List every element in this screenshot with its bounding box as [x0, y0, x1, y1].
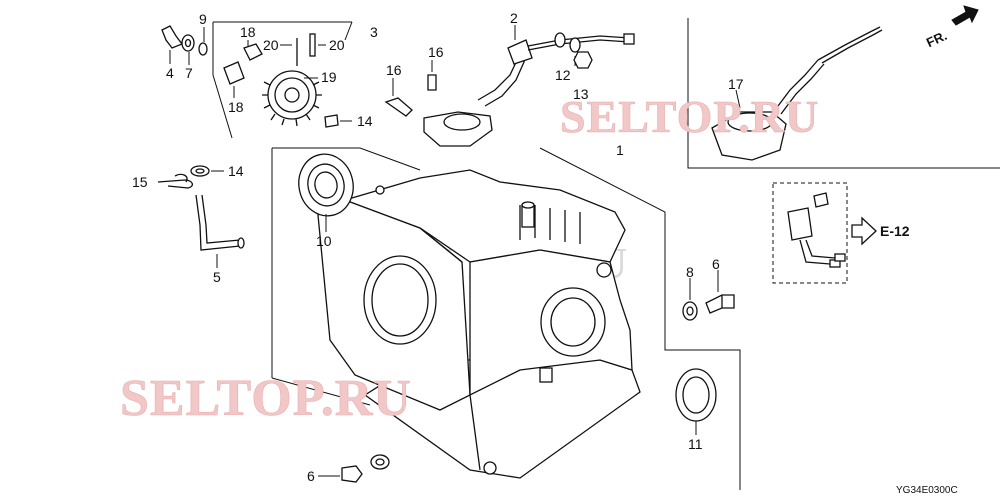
callout-1: 1 [616, 142, 624, 158]
washer-14-left [190, 165, 224, 177]
callout-12: 12 [555, 67, 571, 83]
callout-16-lower: 16 [386, 62, 402, 78]
clip-15 [157, 173, 194, 189]
oil-seal-11 [675, 368, 717, 435]
ref-box-e12 [772, 182, 848, 284]
bolt-16-lower [384, 78, 413, 117]
weight-18-top [243, 40, 263, 61]
nut-13 [573, 51, 593, 69]
pink-watermarks: SELTOP.RU SELTOP.RU [120, 91, 819, 428]
oil-tube-5 [195, 194, 245, 268]
callout-14-left: 14 [228, 163, 244, 179]
callout-19: 19 [321, 69, 337, 85]
governor-gear-19 [262, 70, 322, 127]
reference-arrow-e12 [851, 216, 877, 246]
callout-4: 4 [166, 65, 174, 81]
washer-14-top [324, 114, 352, 128]
main-assembly-frame [271, 147, 741, 490]
callout-6-bottom: 6 [307, 468, 315, 484]
washer-8 [682, 278, 698, 321]
callout-20-b: 20 [329, 37, 345, 53]
reference-label: E-12 [880, 223, 910, 239]
sensor-connector [787, 192, 846, 268]
option-panel-frame [687, 18, 1000, 169]
direction-label: FR. [924, 28, 949, 50]
callout-8: 8 [686, 264, 694, 280]
watermark-top-right: SELTOP.RU [560, 91, 819, 142]
callout-18-bottom: 18 [228, 99, 244, 115]
document-code: YG34E0300C [896, 485, 958, 496]
callout-15: 15 [132, 174, 148, 190]
oil-alert-unit-17 [711, 26, 883, 161]
callout-17: 17 [728, 76, 744, 92]
pin-20-a [280, 38, 298, 66]
callout-14-top: 14 [357, 113, 373, 129]
callout-6-right: 6 [712, 256, 720, 272]
plug-4 [161, 25, 184, 64]
bolt-16-upper [427, 60, 437, 91]
weight-18-bottom [223, 61, 245, 98]
callout-18-top: 18 [240, 24, 256, 40]
kit-frame-3 [212, 21, 353, 139]
direction-arrow-icon [951, 5, 979, 26]
crankcase [317, 169, 641, 479]
oil-seal-10 [298, 153, 354, 232]
pin-20-b [309, 33, 326, 57]
callout-labels: 1 2 3 4 5 6 6 7 8 9 10 11 12 13 14 14 15… [132, 10, 744, 484]
callout-11: 11 [688, 436, 703, 452]
callout-2: 2 [510, 10, 518, 26]
callout-10: 10 [316, 233, 332, 249]
callout-9: 9 [199, 11, 207, 27]
drain-bolt-6-right [705, 270, 735, 314]
callout-16-upper: 16 [428, 44, 444, 60]
washer-7 [181, 34, 195, 65]
watermark-bottom-left: SELTOP.RU [120, 370, 412, 427]
oil-alert-switch-2 [423, 25, 635, 147]
callout-20-a: 20 [263, 37, 279, 53]
ring-9 [198, 27, 208, 56]
callout-7: 7 [185, 65, 193, 81]
callout-5: 5 [213, 269, 221, 285]
callout-3: 3 [370, 24, 378, 40]
callout-13: 13 [573, 86, 589, 102]
drain-bolt-6-bottom [318, 454, 390, 483]
